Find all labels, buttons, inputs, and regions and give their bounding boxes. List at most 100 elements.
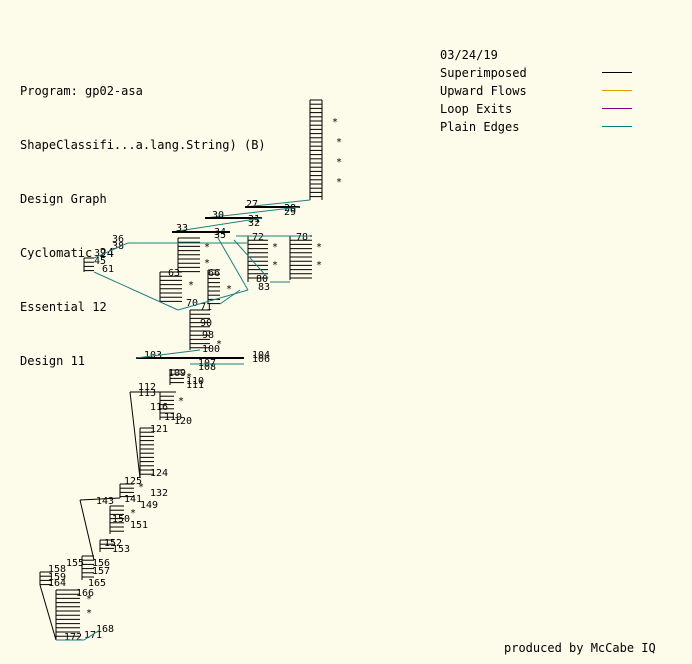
legend-label: Upward Flows xyxy=(440,84,527,98)
node-label: 106 xyxy=(252,354,270,365)
graph-edge xyxy=(39,584,57,641)
node-label: 171 xyxy=(84,630,102,641)
node-label: 141 xyxy=(124,494,142,505)
node-label: 104 xyxy=(252,350,270,361)
node-label: 29 xyxy=(284,207,296,218)
graph-edge xyxy=(204,206,301,219)
node-label: 116 xyxy=(150,402,168,413)
node-label: 143 xyxy=(96,496,114,507)
legend-item-loop-exits: Loop Exits xyxy=(440,100,640,118)
node-label: 109 xyxy=(168,368,186,379)
node-label: 61 xyxy=(102,264,114,275)
path-marker: * xyxy=(216,339,222,350)
node-label: 35 xyxy=(214,230,226,241)
node-label: 80 xyxy=(256,274,268,285)
node-label: 66 xyxy=(208,268,220,279)
path-marker: * xyxy=(272,242,278,253)
graph-edge xyxy=(219,289,241,305)
node-label: 153 xyxy=(112,544,130,555)
path-marker: * xyxy=(178,396,184,407)
node-label: 164 xyxy=(48,578,66,589)
path-marker: * xyxy=(186,372,192,383)
path-marker: * xyxy=(138,482,144,493)
node-label: 124 xyxy=(150,468,168,479)
graph-edge xyxy=(79,497,121,501)
node-label: 119 xyxy=(164,412,182,423)
node-label: 125 xyxy=(124,476,142,487)
header-block: Program: gp02-asa ShapeClassifi...a.lang… xyxy=(20,46,266,388)
legend-item-plain-edges: Plain Edges xyxy=(440,118,640,136)
node-label: 150 xyxy=(112,514,130,525)
legend-label: Superimposed xyxy=(440,66,527,80)
node-label: 30 xyxy=(212,210,224,221)
path-marker: * xyxy=(204,242,210,253)
graph-edge xyxy=(217,237,249,291)
program-label: Program: gp02-asa xyxy=(20,84,143,98)
path-marker: * xyxy=(188,280,194,291)
node-label: 112 xyxy=(138,382,156,393)
path-marker: * xyxy=(336,137,342,148)
path-marker: * xyxy=(332,117,338,128)
node-label: 100 xyxy=(202,344,220,355)
legend-item-upward-flows: Upward Flows xyxy=(440,82,640,100)
node-label: 38 xyxy=(112,241,124,252)
path-marker: * xyxy=(316,242,322,253)
graph-edge xyxy=(129,391,141,479)
footer-credit: produced by McCabe IQ xyxy=(504,641,656,655)
node-label: 168 xyxy=(96,624,114,635)
node-label: 157 xyxy=(92,566,110,577)
node-label: 63 xyxy=(168,268,180,279)
path-marker: * xyxy=(86,594,92,605)
node-label: 159 xyxy=(48,572,66,583)
method-label: ShapeClassifi...a.lang.String) (B) xyxy=(20,138,266,152)
node-label: 34 xyxy=(214,227,226,238)
graph-edge xyxy=(177,289,249,311)
node-label: 78 xyxy=(296,232,308,243)
legend-label: Loop Exits xyxy=(440,102,513,116)
node-label: 111 xyxy=(186,380,204,391)
legend-swatch xyxy=(602,126,632,127)
graph-edge xyxy=(79,499,95,561)
path-marker: * xyxy=(336,157,342,168)
node-label: 110 xyxy=(186,376,204,387)
graph-edge xyxy=(244,199,311,208)
node-label: 83 xyxy=(258,282,270,293)
legend-swatch xyxy=(602,108,632,109)
node-label: 121 xyxy=(150,424,168,435)
node-label: 155 xyxy=(66,558,84,569)
node-label: 39 xyxy=(94,248,106,259)
graph-edge xyxy=(171,217,263,233)
node-label: 90 xyxy=(200,318,212,329)
path-marker: * xyxy=(272,260,278,271)
node-label: 27 xyxy=(246,199,258,210)
node-label: 165 xyxy=(88,578,106,589)
graph-edge xyxy=(233,239,269,279)
node-label: 152 xyxy=(104,538,122,549)
legend: Superimposed Upward Flows Loop Exits Pla… xyxy=(440,64,640,136)
node-label: 108 xyxy=(198,362,216,373)
legend-swatch xyxy=(602,90,632,91)
legend-item-superimposed: Superimposed xyxy=(440,64,640,82)
report-date: 03/24/19 xyxy=(440,48,498,62)
graph-edge xyxy=(93,271,179,311)
path-marker: * xyxy=(226,284,232,295)
node-label: 166 xyxy=(76,588,94,599)
path-marker: * xyxy=(336,177,342,188)
node-label: 120 xyxy=(174,416,192,427)
node-label: 98 xyxy=(202,330,214,341)
node-label: 158 xyxy=(48,564,66,575)
node-label: 132 xyxy=(150,488,168,499)
path-marker: * xyxy=(86,608,92,619)
cyclomatic-label: Cyclomatic 24 xyxy=(20,246,114,260)
graph-type-label: Design Graph xyxy=(20,192,107,206)
node-label: 113 xyxy=(138,388,156,399)
node-label: 151 xyxy=(130,520,148,531)
path-marker: * xyxy=(130,508,136,519)
node-label: 33 xyxy=(176,223,188,234)
legend-swatch xyxy=(602,72,632,73)
legend-label: Plain Edges xyxy=(440,120,520,134)
essential-label: Essential 12 xyxy=(20,300,107,314)
design-label: Design 11 xyxy=(20,354,86,368)
node-label: 32 xyxy=(248,218,260,229)
